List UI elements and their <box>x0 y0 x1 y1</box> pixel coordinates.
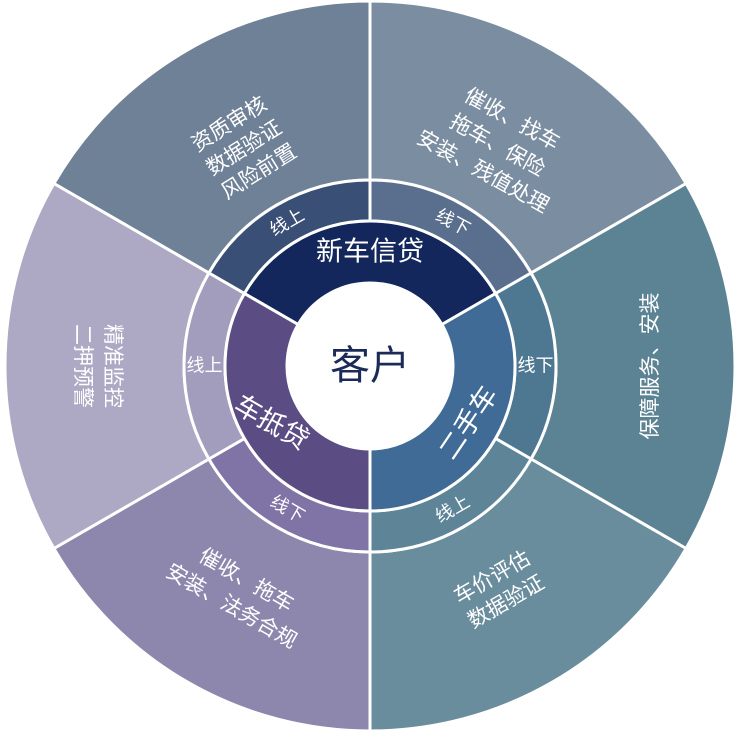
center-label: 客户 <box>330 343 410 389</box>
detail-line: 精准监控 <box>101 324 125 408</box>
center-circle <box>287 283 453 449</box>
detail-line: 保障服务、安装 <box>638 293 662 440</box>
product-label-new-car-credit: 新车信贷 <box>316 237 424 268</box>
channel-ring: 线上线下线下线上线下线上 <box>182 178 558 554</box>
channel-label-car-mortgage-loan-online: 线上 <box>187 356 223 377</box>
channel-label-used-car-offline: 线下 <box>518 356 554 377</box>
outer-ring: 资质审核数据验证风险前置催收、找车拖车、保险安装、残值处理保障服务、安装车价评估… <box>3 0 737 733</box>
detail-text-used-car-offline: 保障服务、安装 <box>638 293 662 440</box>
detail-line: 二押预警 <box>71 324 95 408</box>
